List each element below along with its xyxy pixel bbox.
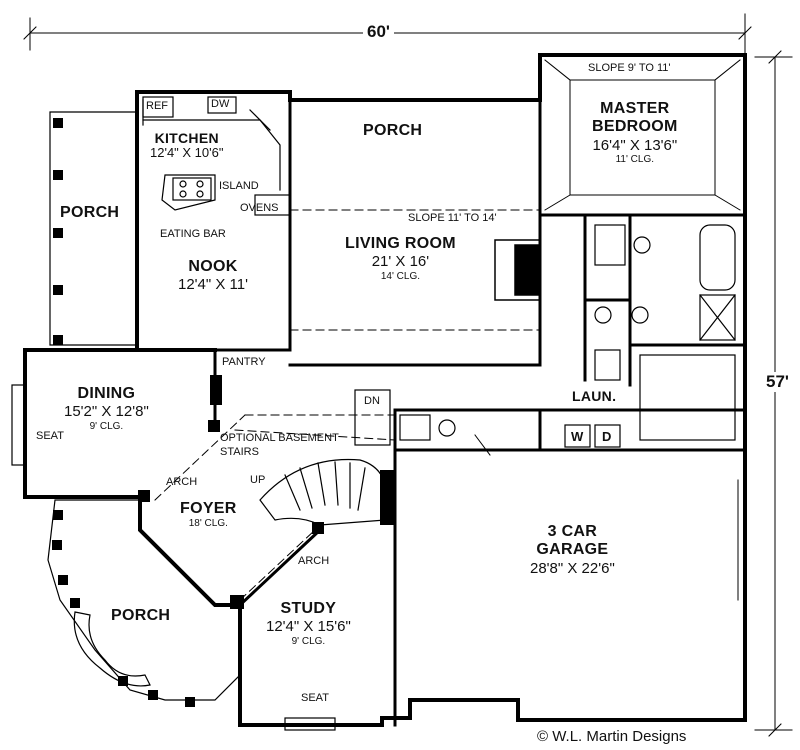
laundry-label: LAUN. bbox=[572, 388, 617, 404]
dining-name: DINING bbox=[77, 385, 136, 402]
washer-label: W bbox=[571, 429, 584, 444]
master-bedroom-label: MASTER BEDROOM 16'4" X 13'6" 11' CLG. bbox=[592, 100, 678, 166]
fireplace bbox=[494, 239, 541, 301]
foyer-ceiling: 18' CLG. bbox=[188, 518, 228, 530]
kitchen-label: KITCHEN 12'4" X 10'6" bbox=[150, 130, 223, 161]
slope-master-label: SLOPE 9' TO 11' bbox=[588, 62, 671, 74]
arch-label-1: ARCH bbox=[166, 476, 198, 488]
stairs bbox=[259, 389, 621, 526]
foyer-name: FOYER bbox=[180, 500, 237, 517]
garage-label: 3 CAR GARAGE 28'8" X 22'6" bbox=[530, 523, 615, 577]
depth-dimension: 57' bbox=[762, 372, 793, 392]
slope-living-label: SLOPE 11' TO 14' bbox=[408, 212, 497, 224]
dining-label: DINING 15'2" X 12'8" 9' CLG. bbox=[64, 385, 149, 432]
porch-top-label: PORCH bbox=[363, 122, 423, 139]
foyer-label: FOYER 18' CLG. bbox=[180, 500, 237, 530]
garage-name-2: GARAGE bbox=[536, 541, 609, 559]
master-size: 16'4" X 13'6" bbox=[592, 136, 678, 154]
up-label: UP bbox=[250, 474, 266, 486]
master-name-2: BEDROOM bbox=[592, 118, 678, 136]
study-ceiling: 9' CLG. bbox=[291, 635, 326, 647]
living-size: 21' X 16' bbox=[371, 253, 430, 271]
bath-fixtures bbox=[594, 224, 736, 441]
eating-bar-label: EATING BAR bbox=[160, 228, 226, 240]
copyright: © W.L. Martin Designs bbox=[537, 728, 687, 745]
garage-details bbox=[474, 434, 739, 601]
wall-blocks bbox=[138, 375, 395, 609]
porch-left-label: PORCH bbox=[60, 204, 120, 221]
kitchen-size: 12'4" X 10'6" bbox=[150, 145, 224, 161]
porch-outlines bbox=[47, 91, 541, 701]
living-room-label: LIVING ROOM 21' X 16' 14' CLG. bbox=[345, 235, 456, 282]
study-label: STUDY 12'4" X 15'6" 9' CLG. bbox=[266, 600, 351, 647]
master-name-1: MASTER bbox=[600, 100, 670, 117]
dn-label: DN bbox=[364, 395, 380, 407]
porch-bottom-label: PORCH bbox=[111, 607, 171, 624]
ovens-label: OVENS bbox=[240, 202, 279, 214]
master-ceiling: 11' CLG. bbox=[615, 154, 655, 166]
living-name: LIVING ROOM bbox=[345, 235, 456, 252]
garage-size: 28'8" X 22'6" bbox=[530, 559, 615, 577]
dining-ceiling: 9' CLG. bbox=[89, 420, 124, 432]
windows bbox=[11, 384, 336, 731]
master-tray bbox=[544, 59, 741, 211]
seat-study-label: SEAT bbox=[301, 692, 329, 704]
ref-label: REF bbox=[146, 100, 168, 112]
kitchen-name: KITCHEN bbox=[154, 130, 219, 146]
kitchen-fixtures bbox=[142, 96, 291, 216]
dryer-label: D bbox=[602, 429, 612, 444]
arch-label-2: ARCH bbox=[298, 555, 330, 567]
pantry-label: PANTRY bbox=[222, 356, 266, 368]
width-dimension: 60' bbox=[363, 22, 394, 42]
island-label: ISLAND bbox=[219, 180, 259, 192]
seat-dining-label: SEAT bbox=[36, 430, 64, 442]
study-size: 12'4" X 15'6" bbox=[266, 618, 351, 636]
nook-label: NOOK 12'4" X 11' bbox=[178, 258, 248, 294]
porch-posts bbox=[52, 118, 195, 707]
nook-size: 12'4" X 11' bbox=[178, 276, 248, 294]
dining-size: 15'2" X 12'8" bbox=[64, 403, 149, 421]
optional-stairs-label-1: OPTIONAL BASEMENT bbox=[220, 432, 339, 444]
dw-label: DW bbox=[211, 98, 230, 110]
living-ceiling: 14' CLG. bbox=[380, 270, 420, 282]
garage-name-1: 3 CAR bbox=[547, 523, 598, 540]
ceiling-dashes bbox=[149, 209, 746, 601]
optional-stairs-label-2: STAIRS bbox=[220, 446, 259, 458]
study-name: STUDY bbox=[280, 600, 337, 617]
nook-name: NOOK bbox=[188, 258, 238, 275]
